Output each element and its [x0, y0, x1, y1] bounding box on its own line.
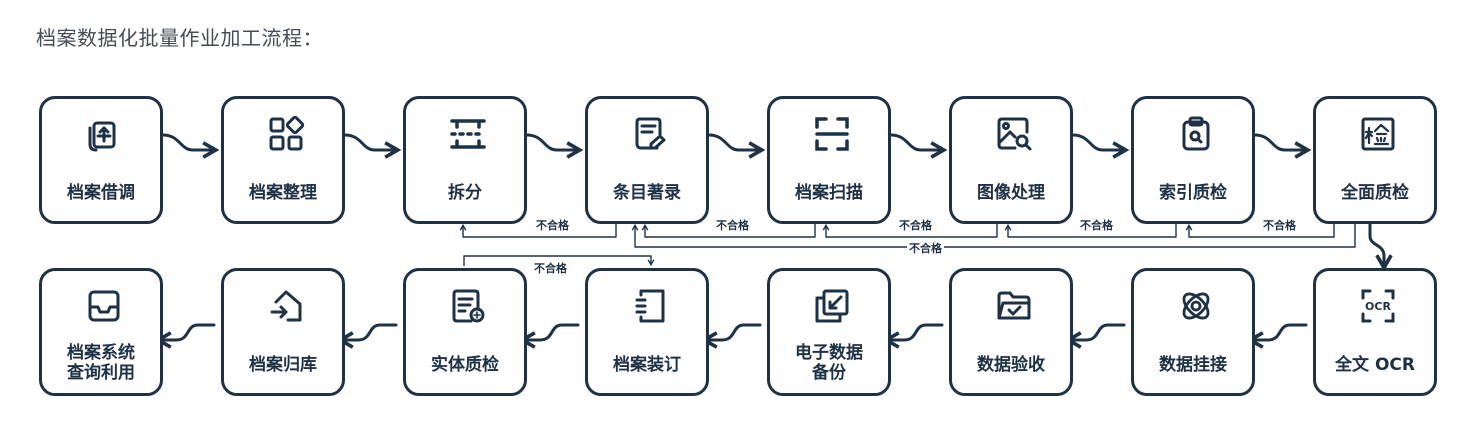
document-return-icon	[86, 116, 122, 152]
shapes-grid-icon	[268, 115, 305, 152]
step-label: 电子数据 备份	[795, 343, 863, 383]
step-e-data-backup: 电子数据 备份	[767, 268, 891, 396]
step-system-query-use: 档案系统 查询利用	[39, 268, 163, 396]
flow-arrow	[1246, 323, 1308, 349]
page-title: 档案数据化批量作业加工流程：	[36, 26, 323, 50]
reject-label: 不合格	[532, 262, 569, 275]
step-label: 档案整理	[249, 183, 317, 203]
step-data-linking: 数据挂接	[1131, 268, 1255, 396]
step-archive-binding: 档案装订	[585, 268, 709, 396]
step-label: 图像处理	[977, 183, 1045, 203]
flow-arrow	[889, 133, 948, 159]
flow-arrow	[336, 323, 398, 349]
document-inspect-icon	[450, 288, 486, 324]
folder-check-icon	[996, 288, 1032, 324]
step-index-qc: 索引质检	[1131, 96, 1255, 224]
inspect-stamp-icon	[1360, 116, 1396, 152]
step-archive-arrange: 档案整理	[221, 96, 345, 224]
step-full-qc: 全面质检	[1313, 96, 1437, 224]
binding-icon	[632, 288, 668, 324]
inbox-tray-icon	[86, 288, 122, 324]
reject-label: 不合格	[714, 219, 751, 232]
flow-arrow	[525, 133, 584, 159]
step-archive-borrow: 档案借调	[39, 96, 163, 224]
split-icon	[450, 116, 486, 152]
reject-label: 不合格	[1261, 219, 1298, 232]
reject-label: 不合格	[1078, 219, 1115, 232]
flow-arrow	[1368, 222, 1393, 272]
backup-copy-icon	[814, 288, 850, 324]
step-data-acceptance: 数据验收	[949, 268, 1073, 396]
reject-label: 不合格	[897, 219, 934, 232]
flow-arrow	[707, 133, 766, 159]
step-physical-qc: 实体质检	[403, 268, 527, 396]
step-fulltext-ocr: OCR 全文 OCR	[1313, 268, 1437, 396]
step-label: 全面质检	[1341, 183, 1409, 203]
step-archive-storage: 档案归库	[221, 268, 345, 396]
flow-arrow	[154, 323, 216, 349]
scan-frame-icon	[814, 116, 850, 152]
reject-label: 不合格	[907, 242, 944, 255]
step-label: 档案借调	[67, 183, 135, 203]
step-label: 条目著录	[613, 183, 681, 203]
ocr-icon: OCR	[1360, 288, 1396, 324]
step-archive-scan: 档案扫描	[767, 96, 891, 224]
step-label: 档案装订	[613, 355, 681, 375]
step-image-processing: 图像处理	[949, 96, 1073, 224]
flow-arrow	[161, 133, 220, 159]
flow-arrow	[1064, 323, 1126, 349]
step-label: 数据挂接	[1159, 355, 1227, 375]
flow-arrow	[1253, 133, 1312, 159]
step-label: 档案归库	[249, 355, 317, 375]
step-label: 档案扫描	[795, 183, 863, 203]
document-edit-icon	[632, 116, 668, 152]
flow-arrow	[882, 323, 944, 349]
flow-arrow	[700, 323, 762, 349]
step-label: 档案系统 查询利用	[67, 343, 135, 383]
step-label: 全文 OCR	[1335, 355, 1415, 375]
flow-arrow	[1071, 133, 1130, 159]
flow-arrow	[343, 133, 402, 159]
svg-text:OCR: OCR	[1365, 300, 1391, 313]
step-label: 实体质检	[431, 355, 499, 375]
step-label: 数据验收	[977, 355, 1045, 375]
reject-label: 不合格	[534, 219, 571, 232]
flow-arrow	[518, 323, 580, 349]
clipboard-search-icon	[1178, 116, 1214, 152]
step-label: 拆分	[448, 183, 482, 203]
step-catalog-entry: 条目著录	[585, 96, 709, 224]
step-label: 索引质检	[1159, 183, 1227, 203]
home-return-icon	[268, 288, 304, 324]
orbit-link-icon	[1178, 288, 1214, 324]
step-split: 拆分	[403, 96, 527, 224]
image-search-icon	[996, 116, 1032, 152]
